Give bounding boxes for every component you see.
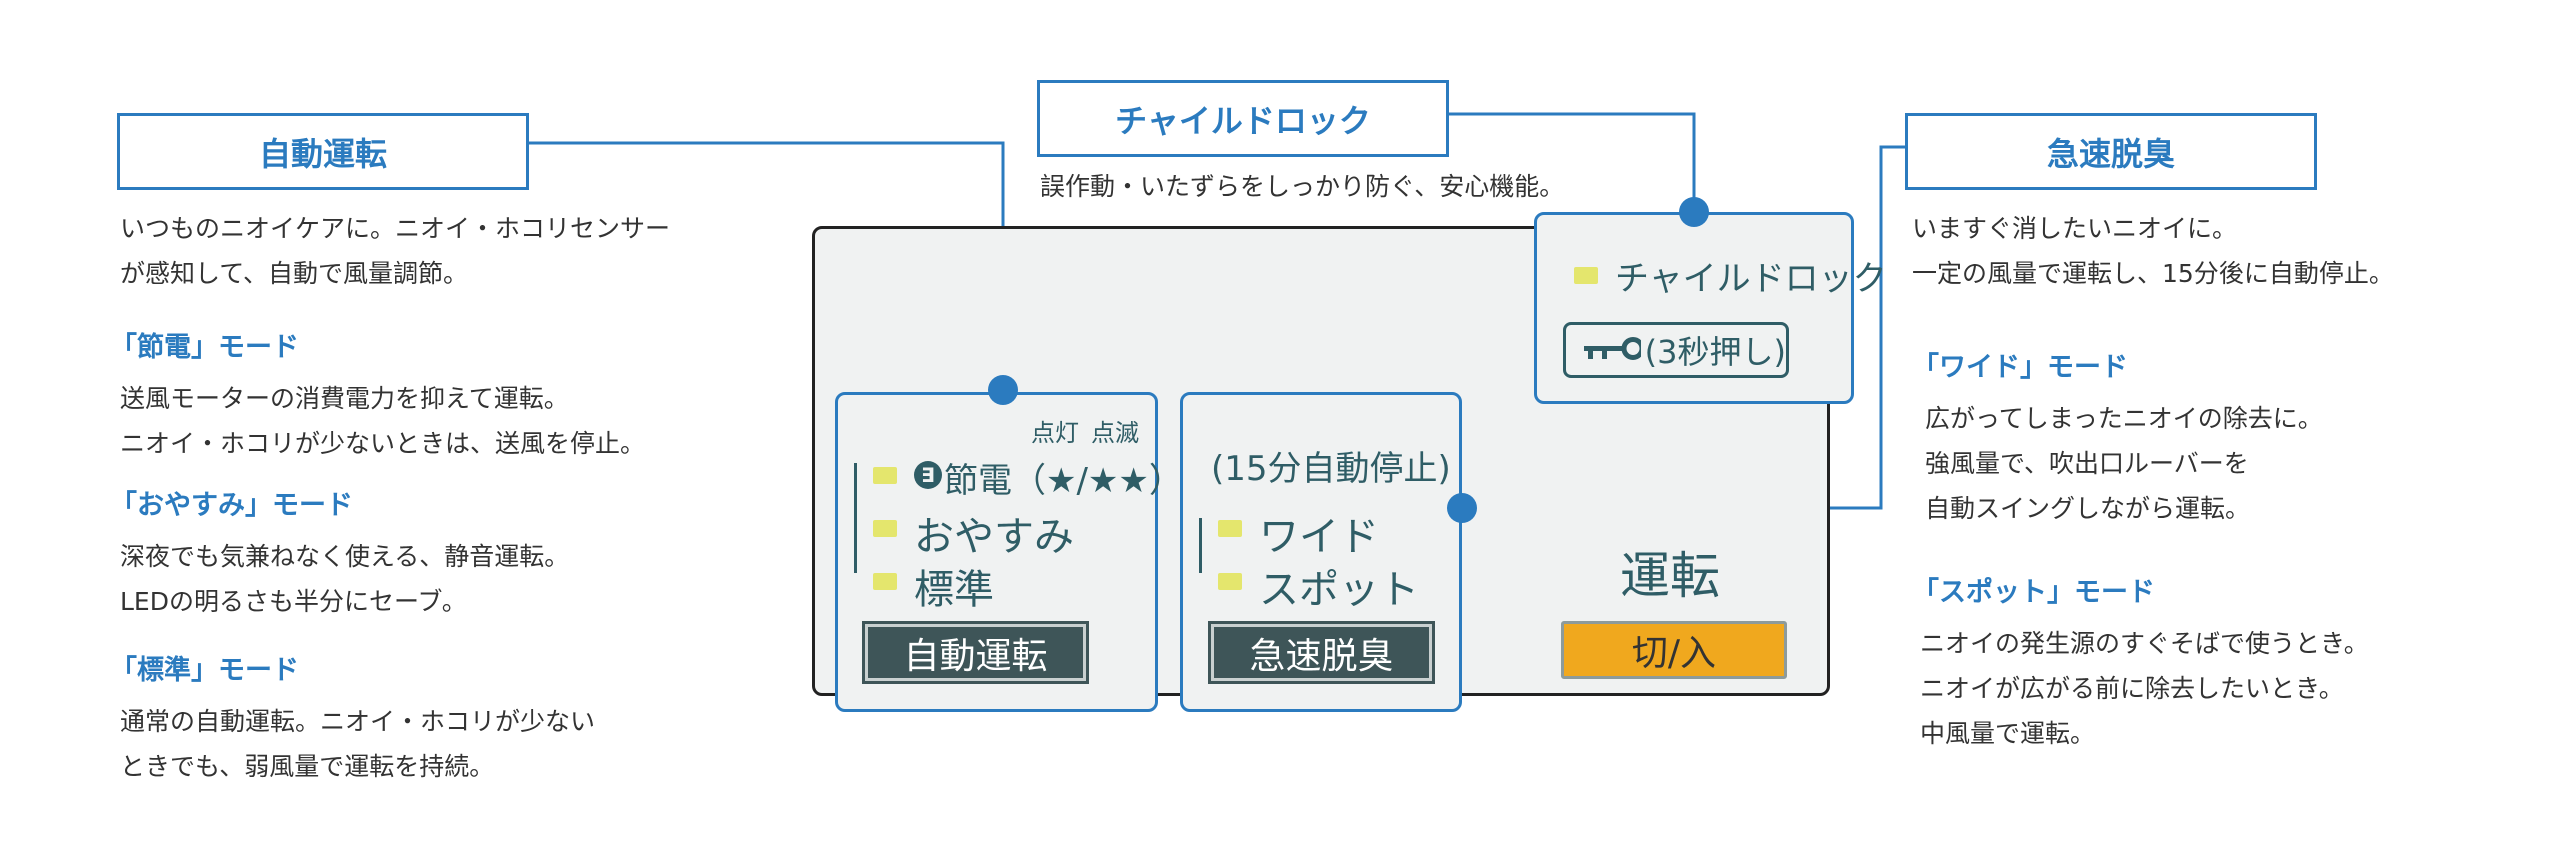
rapid-title: 急速脱臭 bbox=[2046, 134, 2175, 173]
rapid-deodorize-button[interactable]: 急速脱臭 bbox=[1208, 621, 1435, 684]
child-lock-button-label: (3秒押し) bbox=[1644, 333, 1786, 371]
power-button-label: 切/入 bbox=[1631, 633, 1717, 674]
sleep-mode-line-1: 深夜でも気兼ねなく使える、静音運転。 bbox=[120, 542, 570, 571]
rapid-bracket-line bbox=[1199, 518, 1202, 573]
auto-desc-1: いつものニオイケアに。ニオイ・ホコリセンサー bbox=[120, 214, 671, 243]
standard-mode-title: 「標準」モード bbox=[110, 655, 299, 686]
key-icon bbox=[1584, 337, 1641, 360]
sleep-mode-line-2: LEDの明るさも半分にセーブ。 bbox=[120, 587, 467, 616]
child-lock-title-box: チャイルドロック bbox=[1037, 80, 1449, 157]
auto-group: 点灯 点滅 ∃ 節電（★/★★） おやすみ 標準 自動運転 bbox=[835, 392, 1183, 712]
rapid-connector-dot bbox=[1447, 493, 1477, 523]
auto-connector-dot bbox=[988, 375, 1018, 405]
spot-label: スポット bbox=[1259, 567, 1419, 613]
child-lock-button[interactable]: (3秒押し) bbox=[1563, 322, 1789, 378]
auto-desc-2: が感知して、自動で風量調節。 bbox=[120, 259, 469, 288]
power-save-label: 節電（★/★★） bbox=[944, 461, 1183, 501]
sleep-led bbox=[873, 520, 897, 537]
wide-mode-line-3: 自動スイングしながら運転。 bbox=[1925, 494, 2251, 523]
spot-led bbox=[1218, 573, 1242, 590]
standard-led bbox=[873, 573, 897, 590]
sleep-mode-title: 「おやすみ」モード bbox=[110, 490, 353, 521]
standard-mode-line-1: 通常の自動運転。ニオイ・ホコリが少ない bbox=[120, 707, 596, 736]
spot-mode-line-1: ニオイの発生源のすぐそばで使うとき。 bbox=[1920, 629, 2369, 658]
child-lock-group: チャイルドロック (3秒押し) bbox=[1534, 212, 1887, 404]
spot-mode-line-2: ニオイが広がる前に除去したいとき。 bbox=[1920, 674, 2344, 703]
child-lock-title: チャイルドロック bbox=[1115, 101, 1371, 140]
rapid-note: (15分自動停止) bbox=[1211, 449, 1451, 489]
power-save-mode-title: 「節電」モード bbox=[110, 332, 299, 363]
child-lock-desc: 誤作動・いたずらをしっかり防ぐ、安心機能。 bbox=[1040, 172, 1565, 201]
auto-operation-button[interactable]: 自動運転 bbox=[862, 621, 1089, 684]
power-save-mode-line-1: 送風モーターの消費電力を抑えて運転。 bbox=[120, 384, 569, 413]
power-save-led bbox=[873, 467, 897, 484]
power-save-mode-line-2: ニオイ・ホコリが少ないときは、送風を停止。 bbox=[120, 429, 646, 458]
rapid-desc-1: いますぐ消したいニオイに。 bbox=[1912, 214, 2238, 243]
spot-mode-line-3: 中風量で運転。 bbox=[1920, 719, 2096, 748]
child-lock-label: チャイルドロック bbox=[1615, 259, 1887, 299]
rapid-group: (15分自動停止) ワイド スポット 急速脱臭 bbox=[1180, 392, 1462, 712]
child-lock-led bbox=[1574, 267, 1598, 284]
led-blink-label: 点滅 bbox=[1091, 419, 1139, 447]
standard-label: 標準 bbox=[914, 567, 994, 613]
power-button[interactable]: 切/入 bbox=[1561, 621, 1787, 679]
child-lock-connector-dot bbox=[1679, 197, 1709, 227]
eco-icon: ∃ bbox=[914, 461, 942, 489]
sleep-label: おやすみ bbox=[914, 514, 1074, 560]
wide-mode-title: 「ワイド」モード bbox=[1912, 352, 2128, 383]
auto-bracket-line bbox=[854, 463, 857, 573]
wide-mode-line-2: 強風量で、吹出口ルーバーを bbox=[1925, 449, 2249, 478]
power-label: 運転 bbox=[1620, 547, 1720, 605]
rapid-desc-2: 一定の風量で運転し、15分後に自動停止。 bbox=[1912, 259, 2394, 288]
wide-mode-line-1: 広がってしまったニオイの除去に。 bbox=[1925, 404, 2323, 433]
standard-mode-line-2: ときでも、弱風量で運転を持続。 bbox=[120, 752, 495, 781]
spot-mode-title: 「スポット」モード bbox=[1912, 577, 2155, 608]
auto-title: 自動運転 bbox=[258, 134, 387, 173]
led-on-label: 点灯 bbox=[1031, 419, 1079, 447]
wide-label: ワイド bbox=[1259, 514, 1379, 560]
child-lock-connector bbox=[1449, 112, 1696, 212]
wide-led bbox=[1218, 520, 1242, 537]
rapid-title-box: 急速脱臭 bbox=[1905, 113, 2317, 190]
auto-title-box: 自動運転 bbox=[117, 113, 529, 190]
